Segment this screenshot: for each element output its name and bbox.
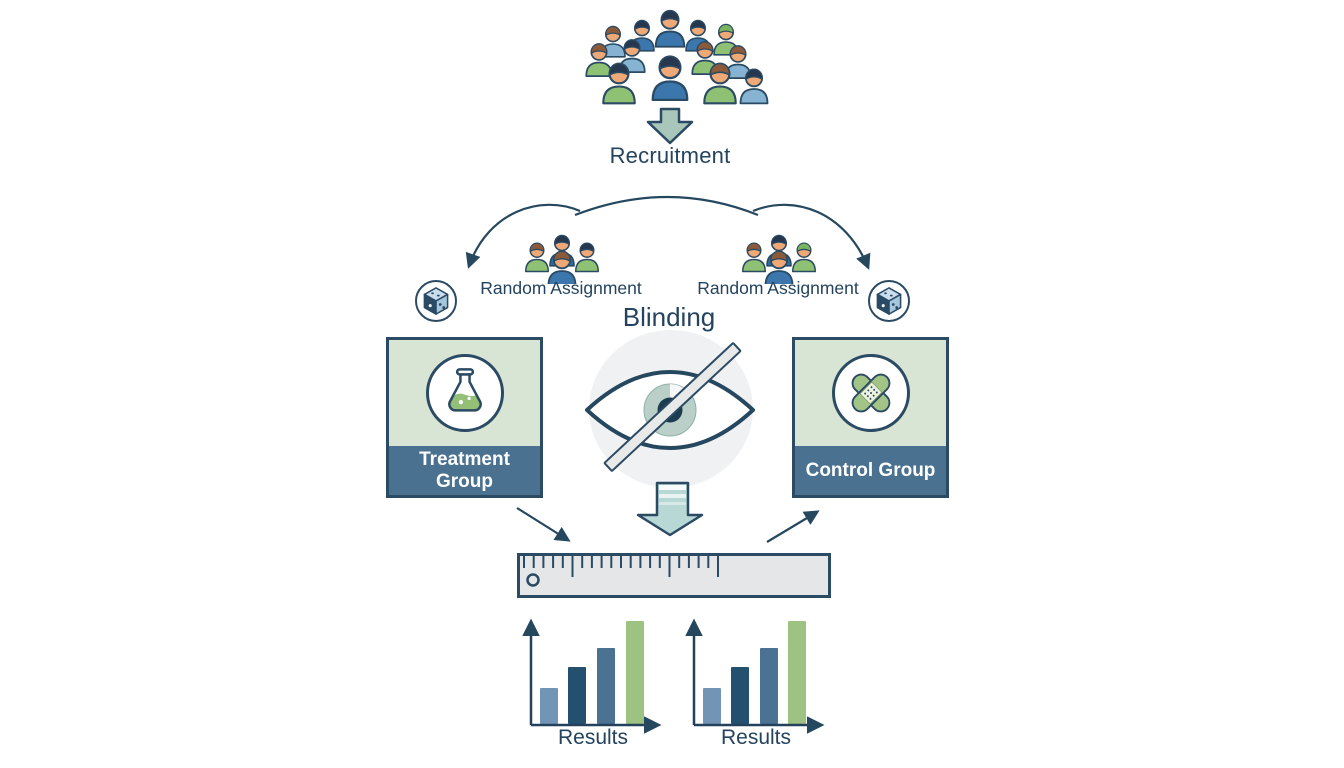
random-assignment-label-right: Random Assignment bbox=[697, 278, 859, 298]
ruler-icon bbox=[517, 553, 831, 598]
blinding-down-arrow-icon bbox=[636, 481, 704, 537]
random-assignment-label-left: Random Assignment bbox=[480, 278, 642, 298]
recruitment-label: Recruitment bbox=[609, 143, 731, 168]
control-group-label: Control Group bbox=[795, 446, 946, 495]
random-split-arrows-icon bbox=[465, 195, 871, 270]
control-card-icon-area bbox=[795, 340, 946, 446]
control-group-card: Control Group bbox=[792, 337, 949, 498]
people-group-left-icon bbox=[525, 234, 599, 284]
bandage-icon bbox=[831, 354, 910, 432]
die-glyph bbox=[423, 287, 449, 315]
results-chart-right bbox=[685, 618, 825, 734]
treatment-group-card: Treatment Group bbox=[386, 337, 543, 498]
results-label-left: Results bbox=[557, 726, 629, 749]
die-glyph bbox=[876, 287, 902, 315]
people-group-right-icon bbox=[742, 234, 816, 284]
flask-icon bbox=[425, 354, 504, 432]
treatment-card-icon-area bbox=[389, 340, 540, 446]
results-chart-left bbox=[522, 618, 662, 734]
dice-icon-left bbox=[415, 280, 457, 322]
dice-icon-right bbox=[868, 280, 910, 322]
treatment-group-label: Treatment Group bbox=[389, 446, 540, 495]
blinding-label: Blinding bbox=[622, 302, 716, 332]
recruitment-down-arrow-icon bbox=[646, 107, 694, 145]
connector-arrows bbox=[516, 507, 820, 543]
results-label-right: Results bbox=[720, 726, 792, 749]
crowd-icon bbox=[585, 9, 769, 105]
